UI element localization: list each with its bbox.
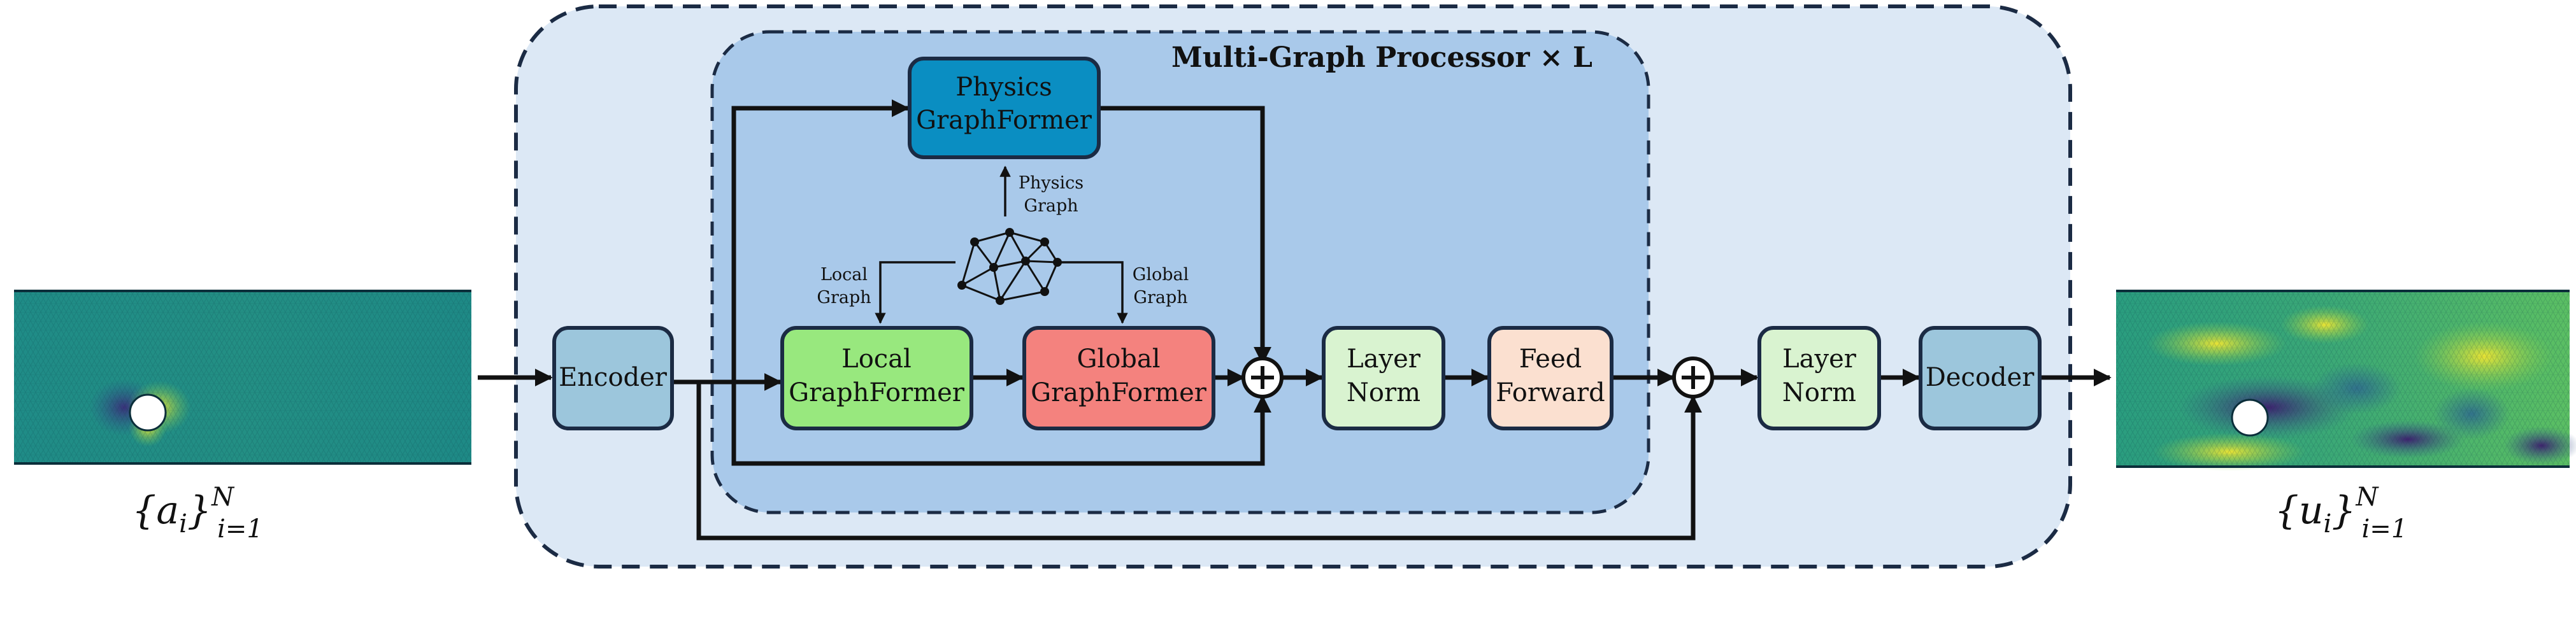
circled-plus-icon-2 (1672, 357, 1714, 399)
circled-plus-icon (1241, 357, 1284, 399)
layer-norm-2-label-line1: Layer (1782, 344, 1857, 374)
output-flow-field (2116, 290, 2576, 471)
layer-norm-block-2: Layer Norm (1757, 326, 1881, 430)
local-graph-label-line1: Local (820, 265, 868, 285)
encoder-label: Encoder (559, 363, 668, 392)
decoder-block: Decoder (1919, 326, 2042, 430)
graph-network-icon (957, 228, 1062, 305)
physics-graphformer-label-line1: Physics (955, 73, 1052, 102)
physics-graphformer-label-line2: GraphFormer (916, 106, 1092, 135)
layer-norm-1-label-line1: Layer (1347, 344, 1421, 374)
local-graphformer-label-line1: Local (841, 344, 912, 374)
feed-forward-label-line1: Feed (1519, 344, 1582, 374)
global-graphformer-block: Global GraphFormer (1022, 326, 1215, 430)
cylinder-obstacle-output (2231, 399, 2269, 437)
cylinder-obstacle-input (129, 393, 167, 432)
feed-forward-label-line2: Forward (1496, 378, 1605, 407)
decoder-label: Decoder (1926, 363, 2035, 392)
layer-norm-block-1: Layer Norm (1322, 326, 1445, 430)
local-graph-label-line2: Graph (817, 288, 871, 307)
processor-title: Multi-Graph Processor × L (1171, 41, 1592, 74)
encoder-block: Encoder (552, 326, 674, 430)
global-graphformer-label-line1: Global (1077, 344, 1160, 374)
layer-norm-1-label-line2: Norm (1347, 378, 1420, 407)
global-graphformer-label-line2: GraphFormer (1031, 378, 1207, 407)
global-graph-label-line1: Global (1133, 265, 1189, 285)
layer-norm-2-label-line2: Norm (1782, 378, 1856, 407)
physics-graph-label-line2: Graph (1024, 196, 1078, 216)
physics-graph-label-line1: Physics (1019, 173, 1084, 193)
local-graphformer-block: Local GraphFormer (780, 326, 973, 430)
input-flow-field (14, 290, 471, 465)
global-graph-label-line2: Graph (1133, 288, 1187, 307)
feed-forward-block: Feed Forward (1487, 326, 1614, 430)
physics-graphformer-block: Physics GraphFormer (908, 57, 1101, 159)
connection-lines (478, 99, 2112, 541)
local-graphformer-label-line2: GraphFormer (789, 378, 965, 407)
